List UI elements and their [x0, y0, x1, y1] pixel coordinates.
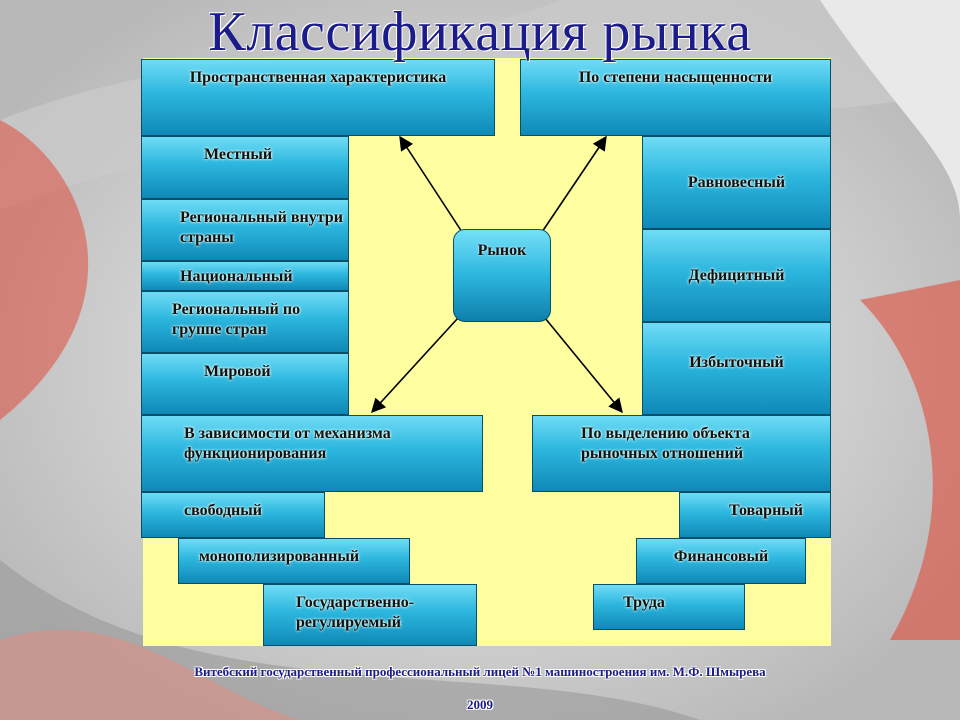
saturation-item-surplus: Избыточный [642, 322, 831, 415]
mechanism-item-free: свободный [141, 492, 325, 538]
spatial-item-world: Мировой [141, 353, 349, 415]
object-item-goods: Товарный [679, 492, 831, 538]
page-title: Классификация рынка [208, 1, 752, 63]
saturation-item-deficit: Дефицитный [642, 229, 831, 322]
object-item-financial: Финансовый [636, 538, 806, 584]
spatial-item-regional-internal: Региональный внутри страны [141, 199, 349, 261]
object-item-labor: Труда [593, 584, 745, 630]
spatial-item-local: Местный [141, 136, 349, 199]
category-saturation: По степени насыщенности [520, 59, 831, 136]
footer-year: 2009 [467, 697, 493, 712]
mechanism-item-monopolized: монополизированный [178, 538, 410, 584]
category-object: По выделению объекта рыночных отношений [532, 415, 831, 492]
spatial-item-regional-group: Региональный по группе стран [141, 291, 349, 353]
mechanism-item-state-regulated: Государственно-регулируемый [263, 584, 477, 646]
spatial-item-national: Национальный [141, 261, 349, 291]
market-center-node: Рынок [453, 229, 551, 322]
category-spatial: Пространственная характеристика [141, 59, 495, 136]
saturation-item-equilibrium: Равновесный [642, 136, 831, 229]
footer-organization: Витебский государственный профессиональн… [194, 664, 766, 679]
category-mechanism: В зависимости от механизма функционирова… [141, 415, 483, 492]
